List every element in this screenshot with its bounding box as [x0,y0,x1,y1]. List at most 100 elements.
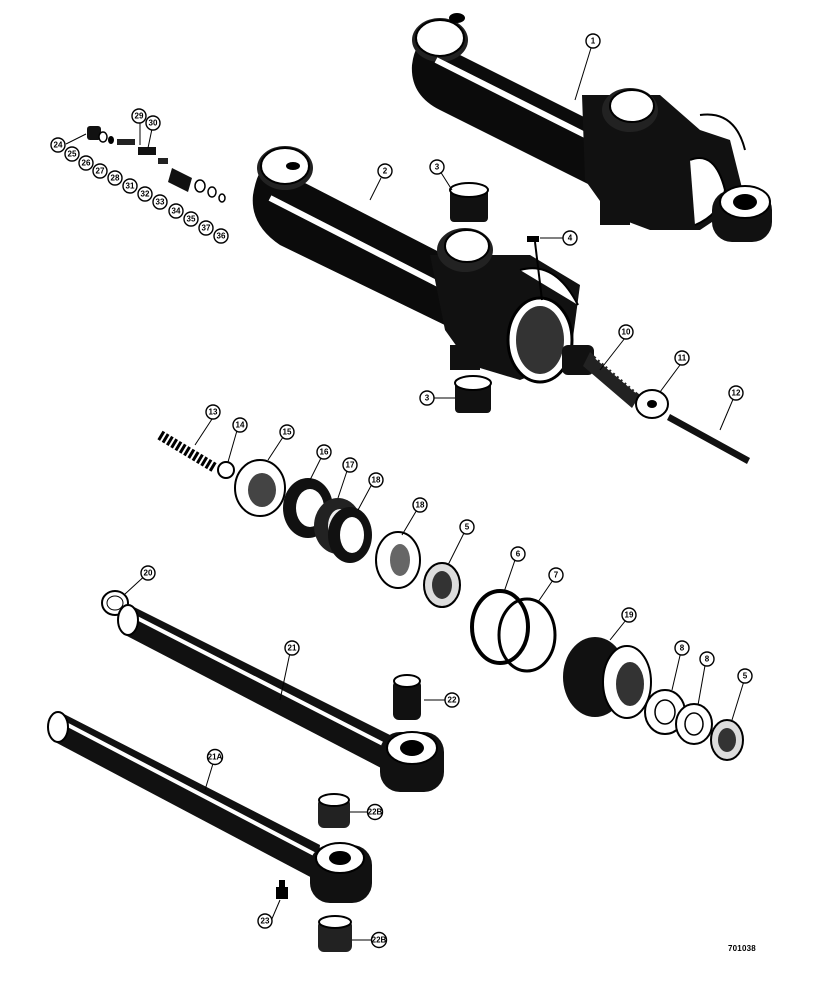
svg-text:31: 31 [126,182,135,191]
spring-part-13 [157,430,218,473]
callout-5-right: 5 [737,668,753,684]
callout-23: 23 [257,913,273,929]
svg-text:3: 3 [425,394,430,403]
svg-text:14: 14 [236,421,245,430]
relief-valve-parts [87,126,226,203]
svg-text:21A: 21A [208,753,223,762]
svg-text:3: 3 [435,163,440,172]
callout-36: 36 [213,228,229,244]
callout-21a: 21A [206,748,224,766]
callout-24: 24 [50,137,66,153]
svg-text:17: 17 [346,461,355,470]
callout-19: 19 [621,607,637,623]
callout-5-left: 5 [459,519,475,535]
pin-part-12 [667,414,750,464]
backup-ring-part-7 [497,597,557,673]
svg-text:22B: 22B [372,936,387,945]
valve-fitting-part-10 [562,345,640,408]
rod-part-21a [47,711,372,903]
callout-26: 26 [78,155,94,171]
callout-12: 12 [728,385,744,401]
callout-2: 2 [377,163,393,179]
callout-3-lower: 3 [419,390,435,406]
svg-text:2: 2 [383,167,388,176]
svg-text:15: 15 [283,428,292,437]
callout-3-upper: 3 [429,159,445,175]
callout-6: 6 [510,546,526,562]
callout-4: 4 [562,230,578,246]
bushing-part-5-right [710,719,744,761]
gland-part-19 [563,637,652,719]
washer-part-11 [635,389,669,419]
callout-30: 30 [145,115,161,131]
svg-text:16: 16 [320,448,329,457]
callout-14: 14 [232,417,248,433]
svg-text:24: 24 [54,141,63,150]
bushing-part-22b-lower [318,915,352,952]
callout-31: 31 [122,178,138,194]
reference-number: 701038 [728,944,756,953]
svg-text:5: 5 [743,672,748,681]
retainer-part-15 [234,459,286,517]
svg-text:18: 18 [372,476,381,485]
callout-21: 21 [284,640,300,656]
callout-34: 34 [168,203,184,219]
svg-text:37: 37 [202,224,211,233]
cylinder-assembly-2 [252,146,580,384]
svg-text:7: 7 [554,571,559,580]
callout-22b-lower: 22B [370,931,388,949]
bushing-part-22b-upper [318,793,350,828]
callout-16: 16 [316,444,332,460]
callout-1: 1 [585,33,601,49]
callout-8-left: 8 [674,640,690,656]
svg-text:28: 28 [111,174,120,183]
callout-37: 37 [198,220,214,236]
svg-text:11: 11 [678,354,687,363]
callout-28: 28 [107,170,123,186]
callout-22: 22 [444,692,460,708]
callout-32: 32 [137,186,153,202]
callout-22b-upper: 22B [366,803,384,821]
svg-text:22: 22 [448,696,457,705]
callout-7: 7 [548,567,564,583]
grease-fitting-part-23 [276,880,288,899]
callout-11: 11 [674,350,690,366]
svg-text:36: 36 [217,232,226,241]
svg-text:27: 27 [96,167,105,176]
svg-text:34: 34 [172,207,181,216]
callout-10: 10 [618,324,634,340]
svg-text:21: 21 [288,644,297,653]
callout-33: 33 [152,194,168,210]
bushing-part-5-left [423,562,461,608]
callout-18-lower: 18 [412,497,428,513]
svg-text:6: 6 [516,550,521,559]
callout-20: 20 [140,565,156,581]
svg-text:32: 32 [141,190,150,199]
callout-15: 15 [279,424,295,440]
svg-text:13: 13 [209,408,218,417]
svg-text:25: 25 [68,150,77,159]
o-ring-part-6 [470,589,530,665]
svg-text:18: 18 [416,501,425,510]
svg-text:29: 29 [135,112,144,121]
svg-text:22B: 22B [368,808,383,817]
callouts: 1 2 3 3 4 5 5 6 7 8 8 10 11 12 13 14 15 … [50,33,753,949]
svg-text:8: 8 [705,655,710,664]
ring-part-18-lower [375,531,421,589]
svg-text:35: 35 [187,215,196,224]
svg-text:4: 4 [568,234,573,243]
bushing-part-3-upper [449,182,489,222]
svg-text:26: 26 [82,159,91,168]
svg-text:20: 20 [144,569,153,578]
screw-part-4 [527,236,543,301]
ring-part-18-upper [328,507,372,563]
callout-29: 29 [131,108,147,124]
svg-text:1: 1 [591,37,596,46]
svg-text:30: 30 [149,119,158,128]
svg-text:10: 10 [622,328,631,337]
bushing-part-22 [393,674,421,720]
svg-text:12: 12 [732,389,741,398]
svg-text:23: 23 [261,917,270,926]
ball-part-14 [217,461,235,479]
